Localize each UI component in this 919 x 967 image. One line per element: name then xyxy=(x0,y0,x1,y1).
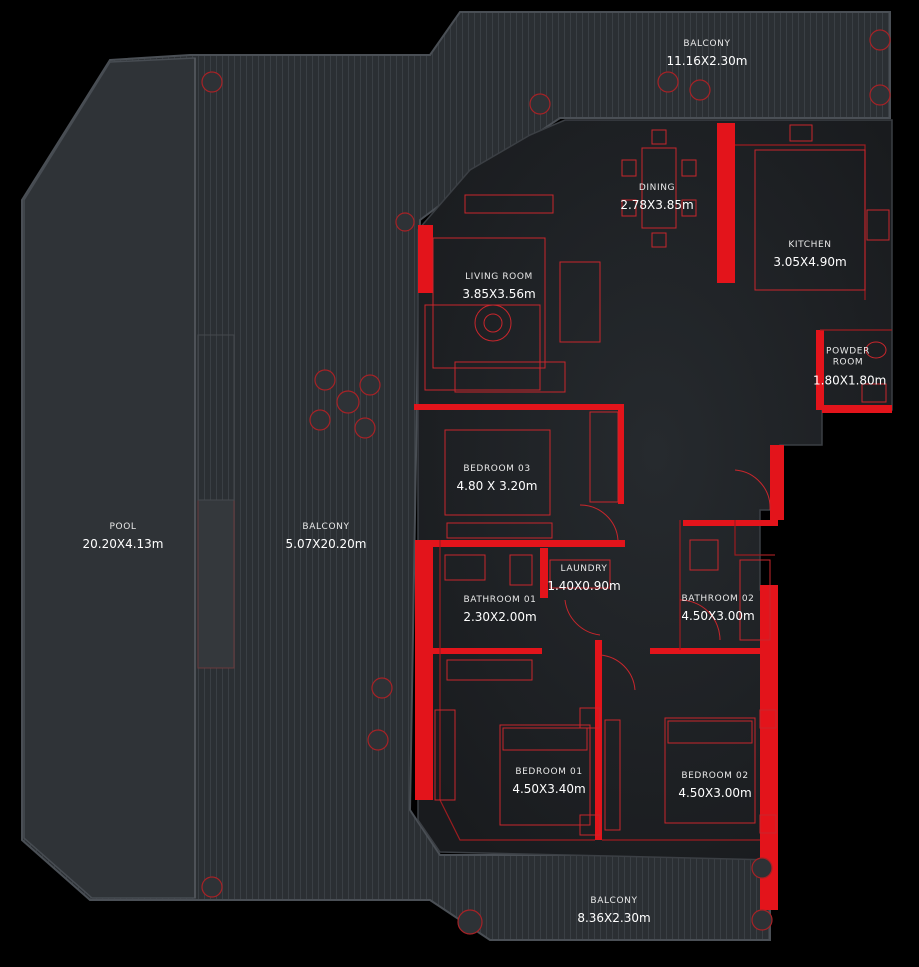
room-dimensions: 1.40X0.90m xyxy=(547,579,621,594)
room-name: BALCONY xyxy=(590,895,638,906)
balcony-furniture xyxy=(201,29,891,935)
room-name: BATHROOM 02 xyxy=(681,593,755,604)
pool-area xyxy=(23,57,196,899)
room-dimensions: 8.36X2.30m xyxy=(577,911,651,926)
bedroom-02-label: BEDROOM 02 4.50X3.00m xyxy=(678,771,751,801)
room-name: BALCONY xyxy=(302,521,350,532)
room-dimensions: 3.05X4.90m xyxy=(773,255,847,270)
room-name: DINING xyxy=(638,182,676,193)
room-name: BATHROOM 01 xyxy=(463,594,537,605)
bathroom-01-label: BATHROOM 01 2.30X2.00m xyxy=(463,595,536,625)
pool-steps xyxy=(197,499,235,669)
dining-label: DINING 2.78X3.85m xyxy=(620,183,693,213)
room-name: KITCHEN xyxy=(788,239,832,250)
balcony-top-label: BALCONY 11.16X2.30m xyxy=(667,39,748,69)
room-name: LIVING ROOM xyxy=(465,271,533,282)
living-room-label: LIVING ROOM 3.85X3.56m xyxy=(462,272,535,302)
bedroom-01-label: BEDROOM 01 4.50X3.40m xyxy=(512,767,585,797)
pool-label: POOL 20.20X4.13m xyxy=(83,522,164,552)
terrace-outline xyxy=(21,11,891,941)
room-dimensions: 3.85X3.56m xyxy=(462,287,536,302)
laundry-label: LAUNDRY 1.40X0.90m xyxy=(547,564,620,594)
room-name: BALCONY xyxy=(683,38,731,49)
balcony-bottom-label: BALCONY 8.36X2.30m xyxy=(577,896,650,926)
powder-room-label: POWDER ROOM 1.80X1.80m xyxy=(813,346,887,388)
room-dimensions: 2.78X3.85m xyxy=(620,198,694,213)
room-dimensions: 4.50X3.00m xyxy=(681,609,755,624)
room-dimensions: 4.80 X 3.20m xyxy=(456,479,538,494)
room-name: BEDROOM 03 xyxy=(463,463,531,474)
room-dimensions: 4.50X3.40m xyxy=(512,782,586,797)
room-name: POWDER ROOM xyxy=(826,346,870,368)
room-name: BEDROOM 01 xyxy=(515,766,583,777)
room-dimensions: 5.07X20.20m xyxy=(285,537,367,552)
room-name: POOL xyxy=(109,521,137,532)
room-dimensions: 2.30X2.00m xyxy=(463,610,537,625)
balcony-main-label: BALCONY 5.07X20.20m xyxy=(286,522,367,552)
room-dimensions: 4.50X3.00m xyxy=(678,786,752,801)
bedroom-03-label: BEDROOM 03 4.80 X 3.20m xyxy=(457,464,538,494)
bathroom-02-label: BATHROOM 02 4.50X3.00m xyxy=(681,594,754,624)
room-dimensions: 1.80X1.80m xyxy=(813,372,887,387)
room-name: LAUNDRY xyxy=(560,563,608,574)
room-dimensions: 20.20X4.13m xyxy=(82,537,164,552)
furniture xyxy=(424,124,890,836)
accent-walls xyxy=(414,123,892,910)
kitchen-label: KITCHEN 3.05X4.90m xyxy=(773,240,846,270)
room-name: BEDROOM 02 xyxy=(681,770,749,781)
room-dimensions: 11.16X2.30m xyxy=(666,54,748,69)
